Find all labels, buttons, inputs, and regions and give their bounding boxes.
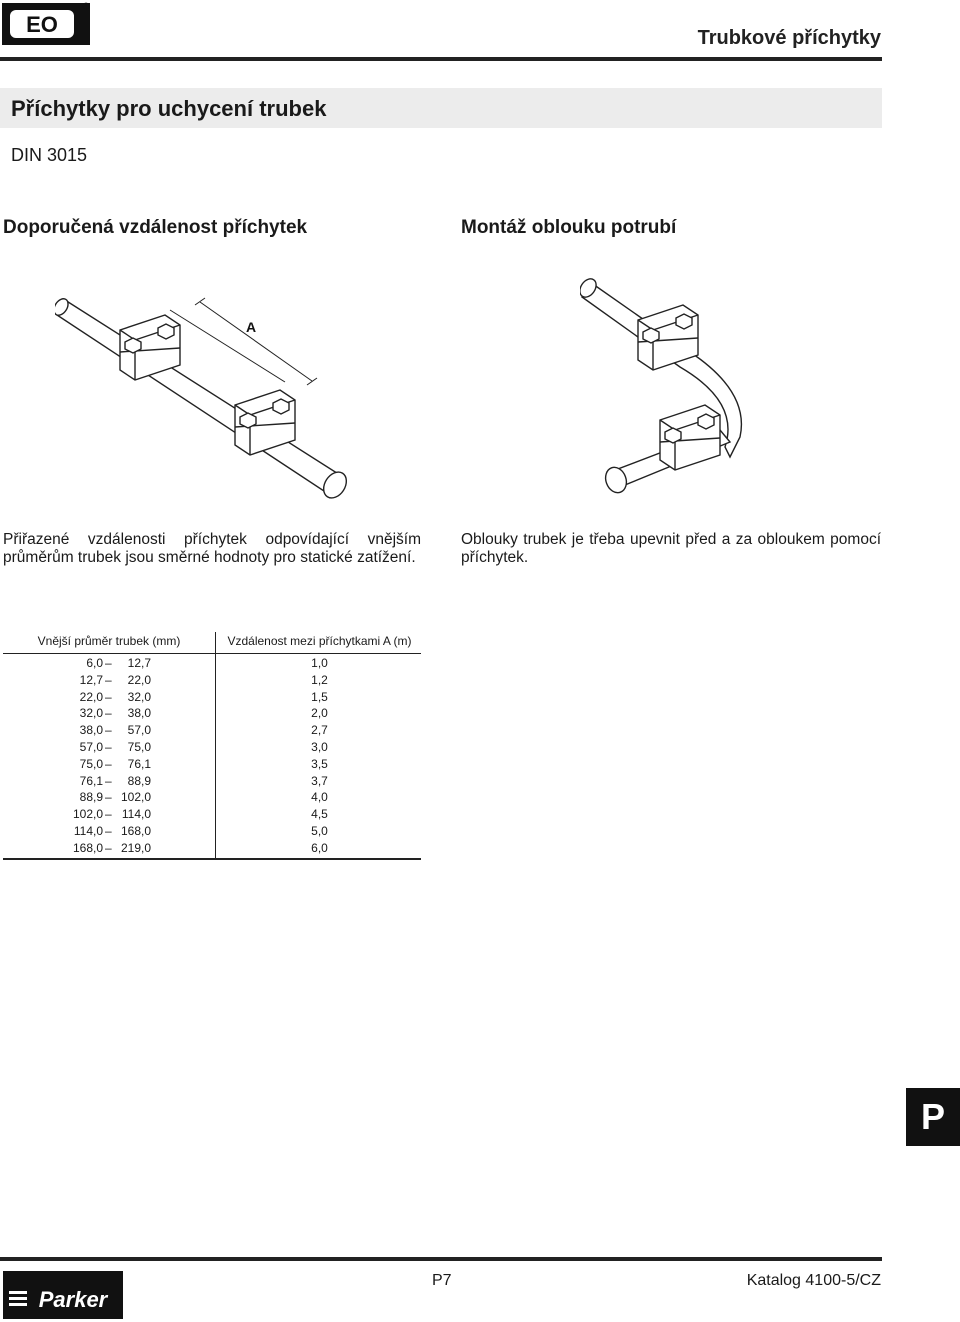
diameter-from: 76,1 [79,773,103,788]
left-description: Přiřazené vzdálenosti příchytek odpovída… [3,531,421,566]
diameter-from: 22,0 [79,689,103,704]
page-number: P7 [432,1272,452,1289]
distance-value: 1,0 [311,656,328,670]
range-dash: – [105,689,112,704]
distance-value: 3,7 [311,773,328,788]
diameter-from: 32,0 [79,706,103,721]
range-dash: – [105,739,112,754]
standard-label: DIN 3015 [11,145,88,165]
clamp-right-bottom [234,389,296,456]
diameter-to: 38,0 [127,706,151,721]
table-row: 6,0– 12,7 1,0 [3,656,421,673]
left-heading: Doporučená vzdálenost příchytek [3,217,308,238]
distance-value: 2,0 [311,706,328,721]
section-tab: P [906,1088,960,1146]
diameter-from: 102,0 [72,807,103,822]
range-dash: – [105,773,112,788]
range-dash: – [105,756,112,771]
diameter-from: 6,0 [86,656,103,670]
diameter-to: 88,9 [127,773,151,788]
diameter-to: 75,0 [127,739,151,754]
table-bottom-rule [3,858,421,860]
range-dash: – [105,656,112,670]
distance-value: 5,0 [311,823,328,838]
section-title: Trubkové příchytky [697,27,881,49]
range-dash: – [105,723,112,738]
diameter-to: 102,0 [120,790,151,805]
table-row: 38,0–57,0 2,7 [3,723,421,740]
distance-value: 1,5 [311,689,328,704]
table-row: 75,0–76,1 3,5 [3,757,421,774]
distance-value: 4,5 [311,807,328,822]
table-row: 76,1–88,9 3,7 [3,774,421,791]
diameter-from: 57,0 [79,739,103,754]
svg-text:Parker: Parker [39,1287,109,1312]
table-row: 57,0–75,0 3,0 [3,740,421,757]
range-dash: – [105,790,112,805]
clamp-upper [637,304,699,371]
diameter-to: 57,0 [127,723,151,738]
table-row: 88,9–102,0 4,0 [3,790,421,807]
column-header-distance: Vzdálenost mezi příchytkami A (m) [227,634,412,648]
column-divider [215,632,216,859]
distance-value: 1,2 [311,672,328,687]
title-bar: Příchytky pro uchycení trubek [0,88,882,128]
diameter-to: 219,0 [120,840,151,855]
catalog-number: Katalog 4100-5/CZ [746,1272,881,1289]
range-dash: – [105,706,112,721]
diameter-to: 76,1 [127,756,151,771]
diameter-from: 75,0 [79,756,103,771]
eo-logo: EO [2,2,90,45]
diameter-from: 168,0 [72,840,103,855]
clamp-left-top [119,314,181,381]
table-row: 102,0–114,0 4,5 [3,807,421,824]
diameter-to: 22,0 [127,672,151,687]
range-dash: – [105,807,112,822]
right-heading: Montáž oblouku potrubí [461,217,677,238]
range-dash: – [105,823,112,838]
distance-value: 6,0 [311,840,328,855]
table-row: 22,0–32,0 1,5 [3,690,421,707]
parker-logo: Parker [3,1271,123,1319]
table-row: 168,0–219,0 6,0 [3,841,421,858]
table-row: 32,0–38,0 2,0 [3,706,421,723]
column-header-diameter: Vnější průměr trubek (mm) [37,634,181,648]
range-dash: – [105,672,112,687]
distance-value: 3,5 [311,756,328,771]
footer-divider [0,1257,882,1261]
diameter-to: 114,0 [121,807,151,822]
dimension-label: A [246,319,256,335]
diameter-from: 114,0 [73,823,103,838]
table-row: 12,7–22,0 1,2 [3,673,421,690]
range-dash: – [105,840,112,855]
diameter-to: 12,7 [127,656,151,670]
distance-value: 4,0 [311,790,328,805]
table-row: 114,0–168,0 5,0 [3,824,421,841]
pipe-bend-figure [580,278,743,494]
clamp-lower [659,404,721,471]
svg-text:EO: EO [26,12,58,37]
diameter-from: 88,9 [79,790,103,805]
header-divider [0,57,882,61]
diameter-to: 32,0 [127,689,151,704]
right-description: Oblouky trubek je třeba upevnit před a z… [461,531,881,566]
page-title: Příchytky pro uchycení trubek [11,96,327,121]
diameter-to: 168,0 [120,823,151,838]
diameter-from: 12,7 [79,672,103,687]
pipe-clamp-distance-figure: A [55,297,348,499]
distance-value: 3,0 [311,739,328,754]
table-header: Vnější průměr trubek (mm) Vzdálenost mez… [3,632,421,654]
diameter-from: 38,0 [79,723,103,738]
distance-value: 2,7 [311,723,328,738]
